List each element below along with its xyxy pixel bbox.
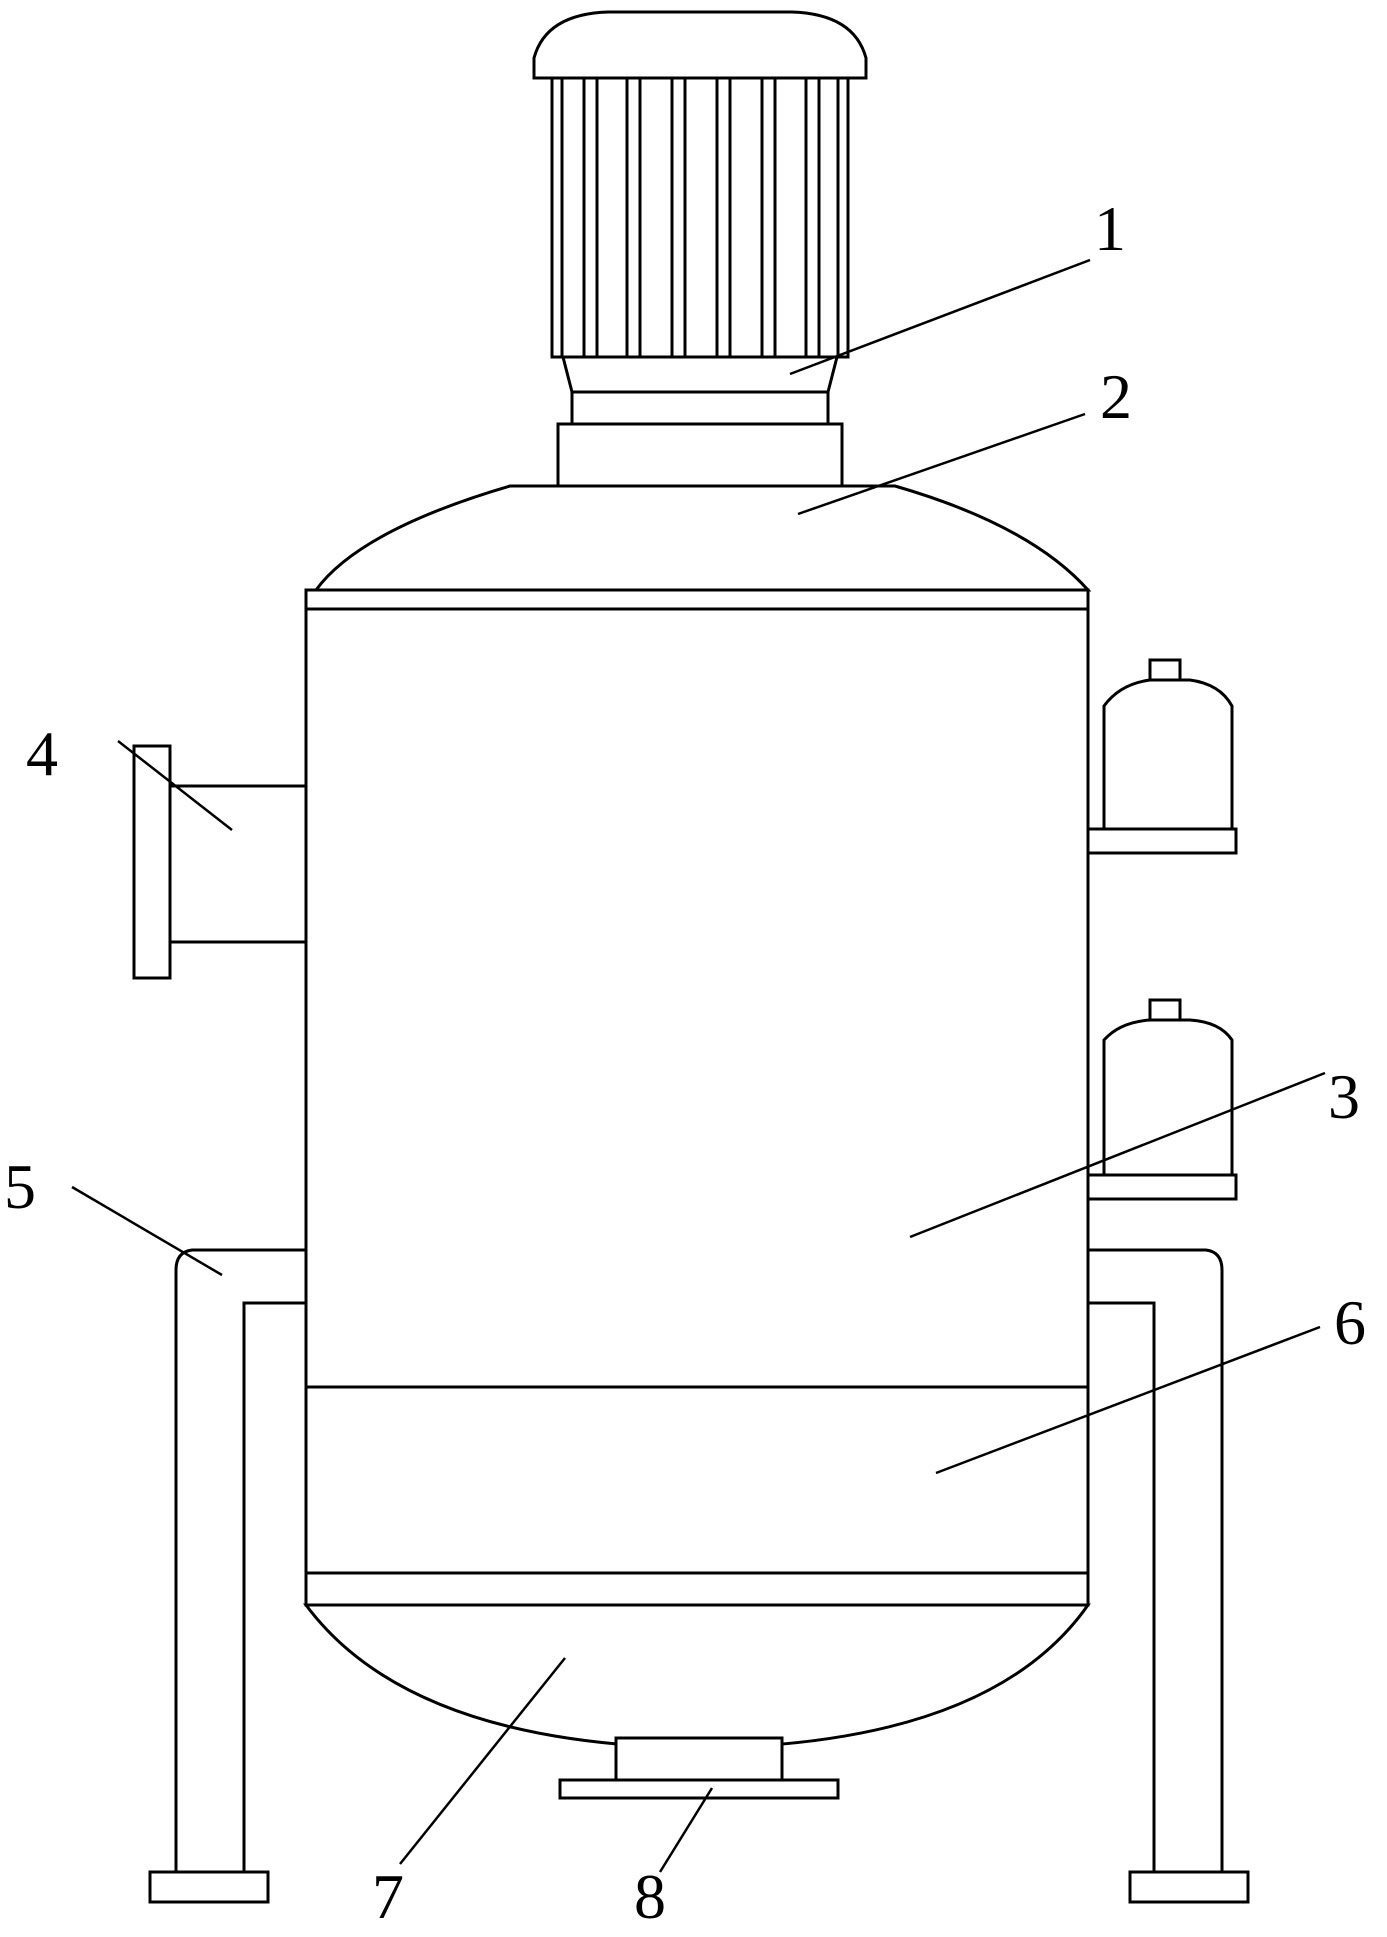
lower-instrument-body [1102, 1018, 1234, 1177]
outlet-flange [558, 1778, 840, 1800]
tank-body [304, 588, 1090, 1607]
leader-5 [71, 1185, 223, 1277]
leader-2 [797, 412, 1086, 516]
label-3: 3 [1328, 1061, 1360, 1132]
lower-instrument-bracket [1086, 1173, 1238, 1201]
right-leg [1086, 1248, 1224, 1874]
label-5: 5 [4, 1151, 36, 1222]
bottom-outlet [558, 1736, 840, 1800]
motor-collar [570, 390, 830, 426]
label-4: 4 [26, 718, 58, 789]
motor-base [556, 422, 844, 488]
inlet-pipe-body [168, 784, 308, 944]
motor-fan-cover [532, 10, 868, 80]
lower-instrument-cap [1148, 998, 1182, 1022]
upper-instrument [1086, 658, 1238, 855]
upper-instrument-bracket [1086, 827, 1238, 855]
label-1: 1 [1094, 193, 1126, 264]
support-legs [148, 1248, 1250, 1904]
right-foot [1128, 1870, 1250, 1904]
leader-8 [658, 1787, 714, 1873]
inlet-pipe [132, 744, 308, 980]
leader-lines [71, 258, 1326, 1873]
leader-6 [935, 1325, 1321, 1475]
motor-housing [550, 76, 850, 359]
outlet-neck [614, 1736, 784, 1782]
leader-7 [399, 1657, 566, 1865]
label-6: 6 [1334, 1287, 1366, 1358]
label-2: 2 [1100, 361, 1132, 432]
leader-3 [909, 1071, 1326, 1239]
label-8: 8 [634, 1861, 666, 1932]
leader-4 [117, 740, 233, 831]
motor [532, 10, 868, 488]
top-head [313, 484, 1092, 592]
motor-neck [561, 355, 839, 394]
leader-1 [789, 258, 1091, 376]
inlet-flange [132, 744, 172, 980]
left-leg [174, 1248, 308, 1874]
upper-instrument-cap [1148, 658, 1182, 682]
label-7: 7 [372, 1861, 404, 1932]
cooling-fins [560, 78, 840, 357]
left-foot [148, 1870, 270, 1904]
lower-instrument [1086, 998, 1238, 1201]
part-labels: 1 2 3 4 5 6 7 8 [4, 193, 1366, 1932]
upper-instrument-body [1102, 678, 1234, 831]
bottom-head [303, 1603, 1091, 1750]
